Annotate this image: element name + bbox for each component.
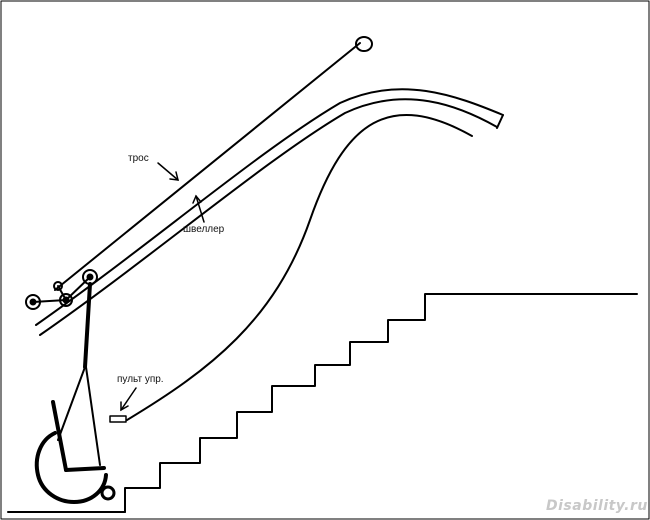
cable-label: трос <box>128 153 149 164</box>
cable-line <box>54 42 361 291</box>
cable-arrowhead <box>169 171 179 181</box>
wheelchair-icon <box>34 400 116 504</box>
channel-label: швеллер <box>183 224 225 235</box>
pulley-assembly <box>25 269 98 310</box>
hanger-strap-left <box>57 366 86 441</box>
hanger-strap-right <box>85 366 101 466</box>
cable-arrow <box>157 162 179 181</box>
channel-arrowhead <box>192 194 202 204</box>
channel-arrow <box>195 195 205 223</box>
control-cable <box>126 113 473 421</box>
remote-control-label: пульт упр. <box>117 374 164 385</box>
remote-arrow <box>120 387 137 411</box>
channel-rail-inner <box>39 98 498 336</box>
remote-control-box <box>109 415 127 423</box>
staircase <box>124 293 638 513</box>
watermark: Disability.ru <box>546 498 648 514</box>
channel-rail-outer <box>35 88 504 326</box>
hanger-rod-main <box>83 282 92 369</box>
remote-arrowhead <box>120 401 129 412</box>
cable-pulley <box>355 36 373 52</box>
channel-rail-end <box>496 114 504 129</box>
